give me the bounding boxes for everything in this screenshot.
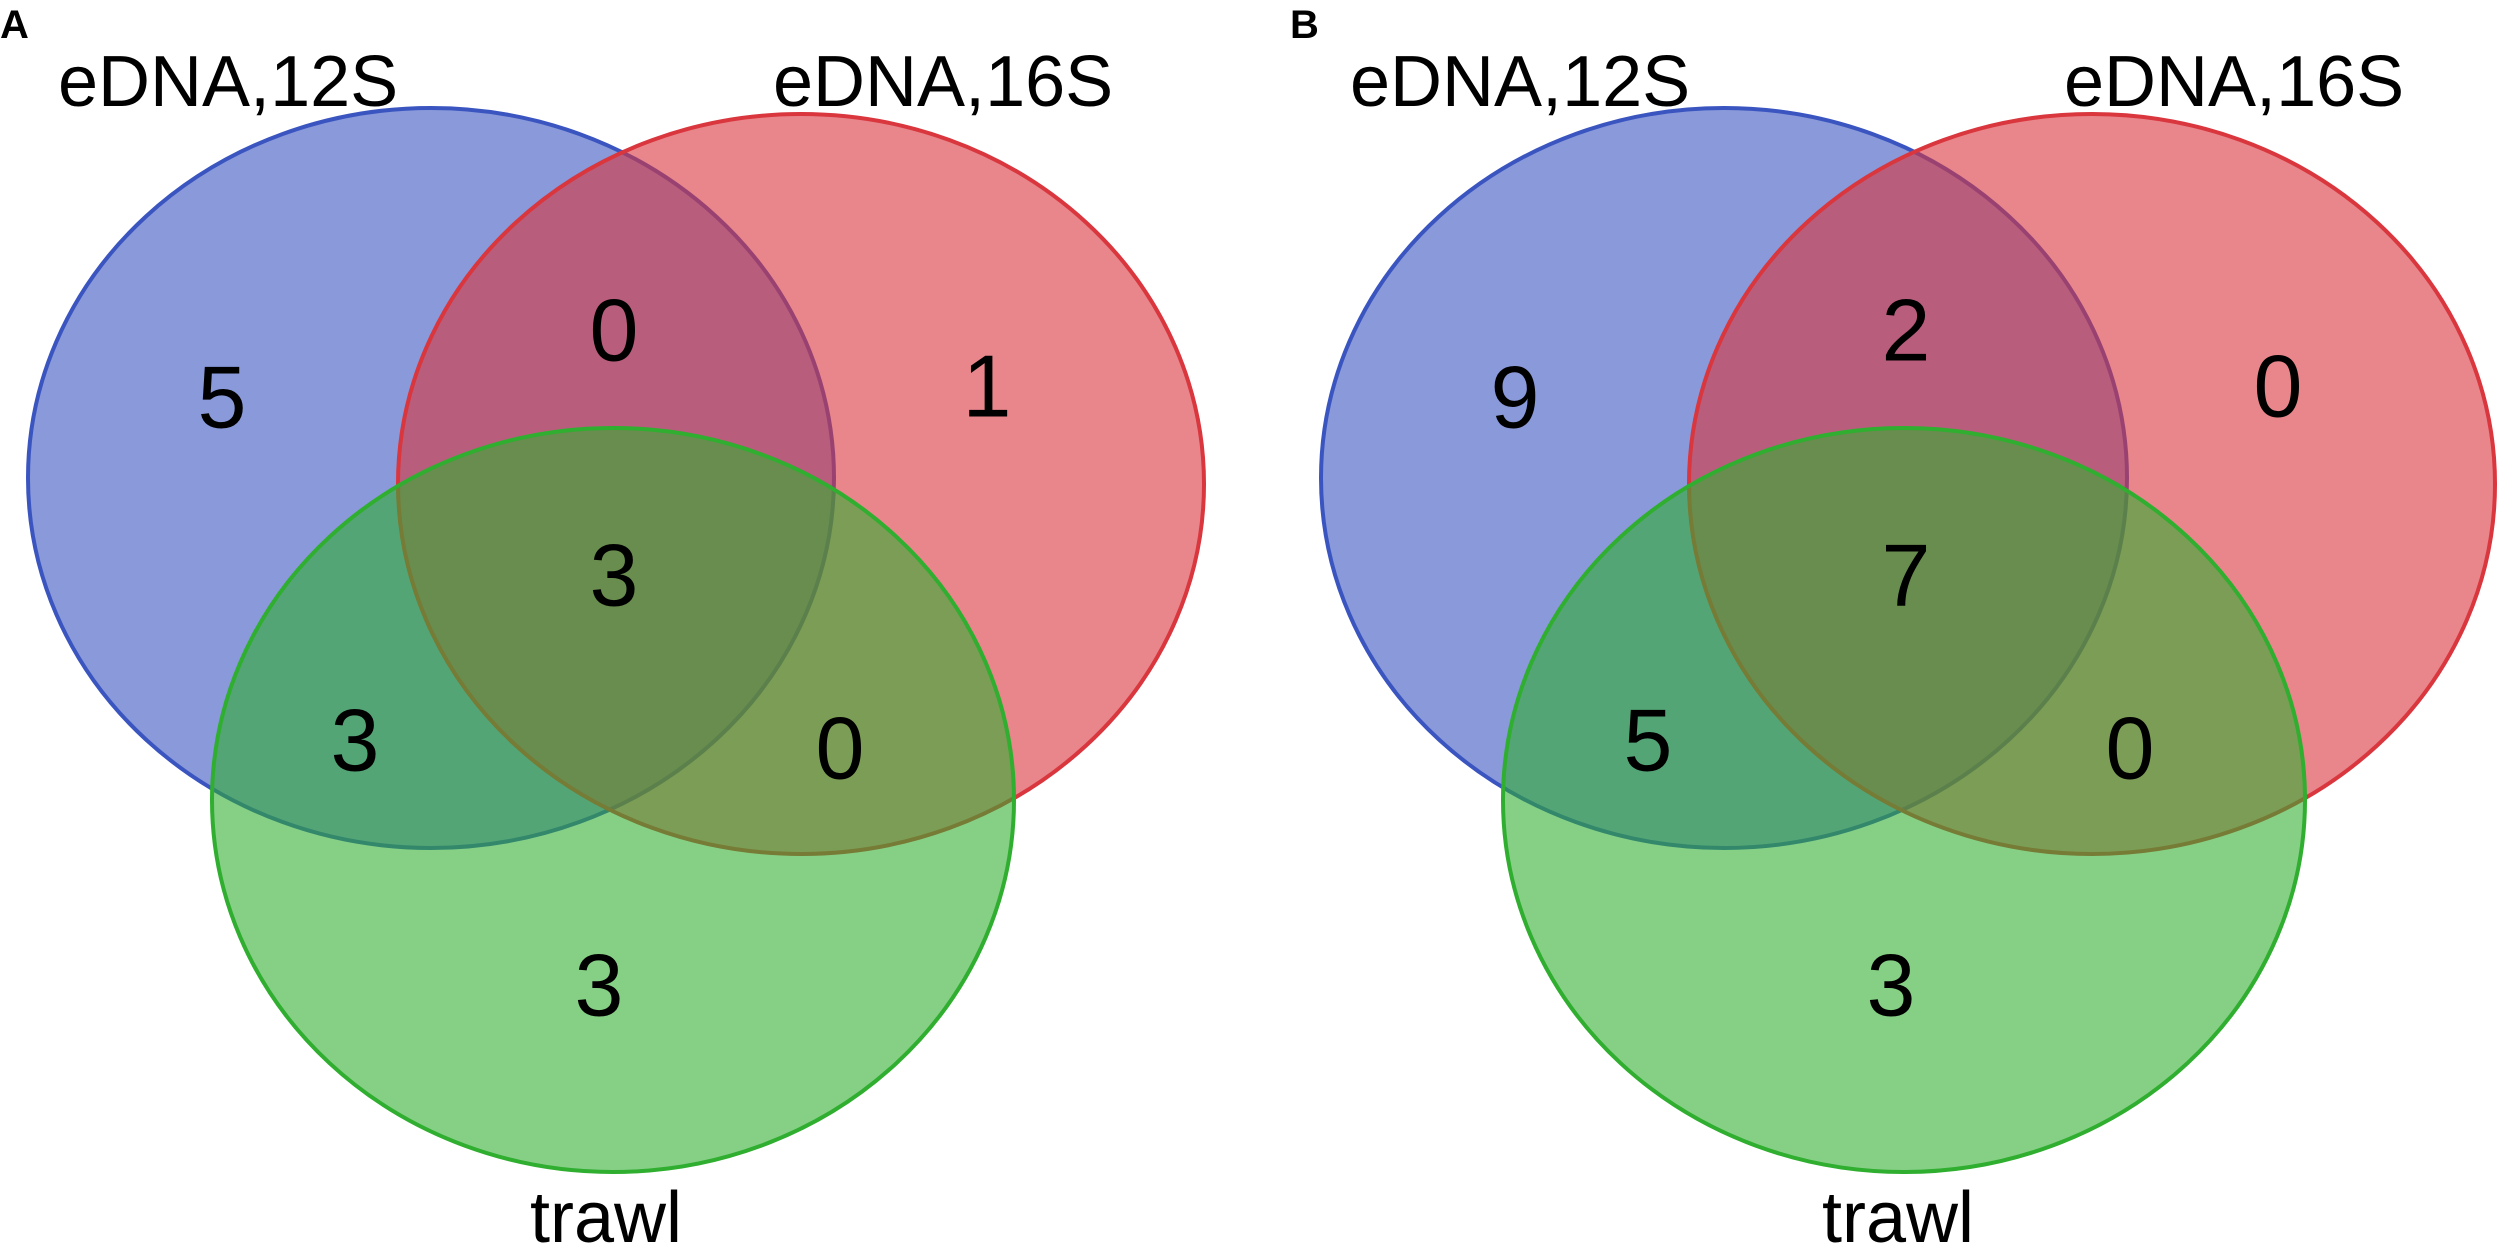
count-only-trawl: 3 (1867, 936, 1916, 1035)
set-12s-label: eDNA,12S (58, 42, 398, 122)
count-16s-trawl: 0 (816, 699, 865, 798)
venn-panel-b: B eDNA,12S eDNA,16S trawl 9 0 2 7 5 0 3 (1290, 3, 2497, 1250)
set-12s-label: eDNA,12S (1350, 42, 1690, 122)
panel-a-letter: A (0, 3, 29, 47)
count-12s-trawl: 5 (1624, 691, 1673, 790)
count-only-16s: 0 (2254, 337, 2303, 436)
set-16s-label: eDNA,16S (2064, 42, 2404, 122)
count-only-trawl: 3 (575, 936, 624, 1035)
venn-panel-a: A eDNA,12S eDNA,16S trawl 5 1 0 3 3 0 3 (0, 3, 1206, 1250)
count-12s-16s: 2 (1882, 281, 1931, 380)
set-trawl-label: trawl (530, 1178, 682, 1250)
count-only-12s: 9 (1491, 348, 1540, 447)
count-16s-trawl: 0 (2106, 699, 2155, 798)
set-16s-label: eDNA,16S (773, 42, 1113, 122)
set-trawl-ellipse (210, 426, 1016, 1174)
count-12s-trawl: 3 (331, 691, 380, 790)
set-trawl-label: trawl (1822, 1178, 1974, 1250)
count-12s-16s: 0 (590, 281, 639, 380)
count-only-16s: 1 (963, 337, 1012, 436)
count-all-three: 7 (1882, 526, 1931, 625)
panel-b-letter: B (1290, 3, 1319, 47)
count-only-12s: 5 (198, 348, 247, 447)
set-trawl-ellipse (1501, 426, 2307, 1174)
count-all-three: 3 (590, 526, 639, 625)
